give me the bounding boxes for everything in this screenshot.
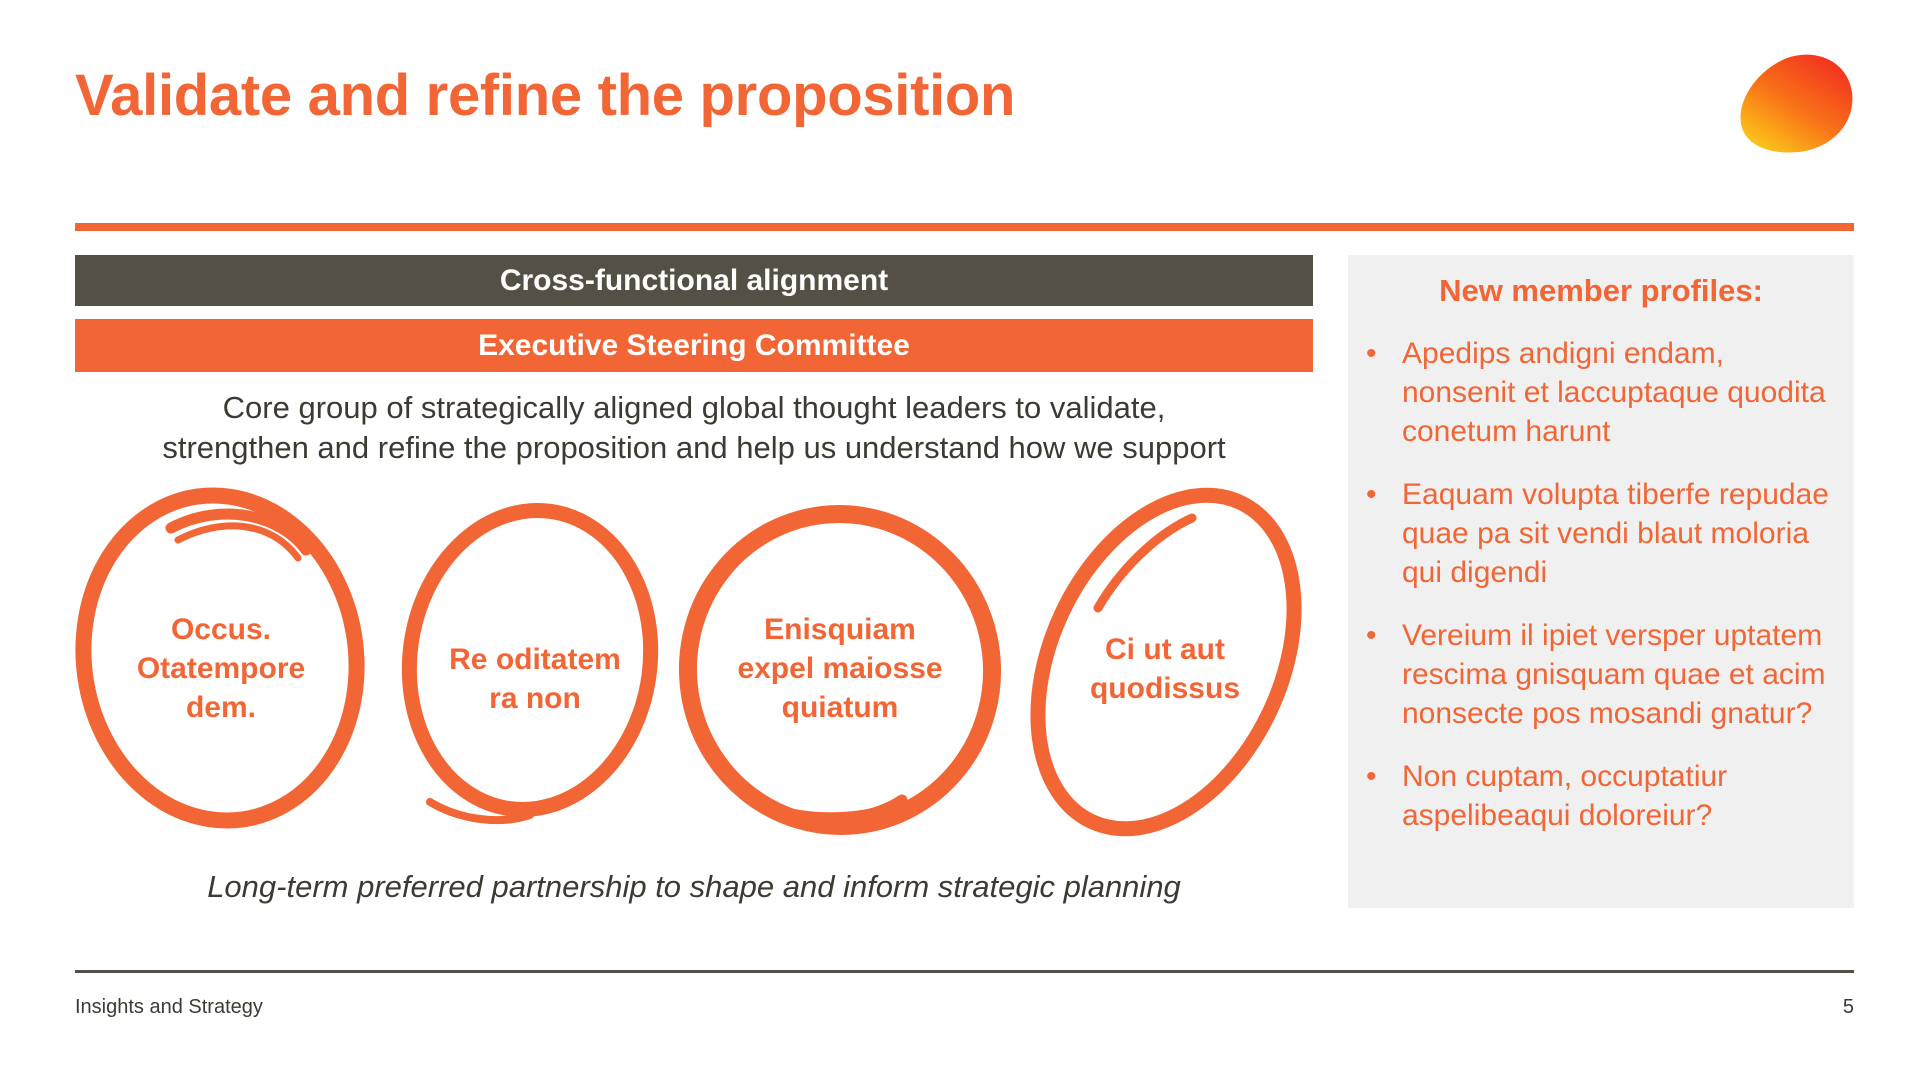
circle-2-stroke <box>401 503 659 825</box>
bullet-icon: • <box>1366 337 1377 370</box>
footer-divider <box>75 970 1854 973</box>
circle-label-4: Ci ut aut quodissus <box>1089 633 1240 705</box>
committee-description: Core group of strategically aligned glob… <box>75 388 1313 468</box>
circle-4-stroke <box>1030 487 1302 837</box>
description-line: strengthen and refine the proposition an… <box>162 430 1226 465</box>
partnership-tagline: Long-term preferred partnership to shape… <box>207 869 1181 904</box>
steering-committee-bar: Executive Steering Committee <box>75 319 1313 372</box>
steering-committee-label: Executive Steering Committee <box>478 328 910 362</box>
circle-label-3: Enisquiam expel maiosse quiatum <box>737 613 943 724</box>
bullet-icon: • <box>1366 619 1377 652</box>
list-item: • Apedips andigni endam, nonsenit et lac… <box>1360 334 1840 451</box>
list-item: • Non cuptam, occuptatiur aspelibeaqui d… <box>1360 757 1840 835</box>
circle-label-1: Occus. Otatempore dem. <box>136 613 306 724</box>
brand-logo-icon <box>1740 54 1853 153</box>
cross-functional-label: Cross-functional alignment <box>499 263 889 297</box>
focus-circles: Occus. Otatempore dem. Re oditatem ra no… <box>70 480 1330 860</box>
footer-text: Insights and Strategy <box>75 996 263 1018</box>
hand-drawn-circles <box>75 487 1302 837</box>
circle-1-stroke <box>75 487 365 829</box>
page-number: 5 <box>1842 996 1854 1018</box>
bullet-icon: • <box>1366 478 1377 511</box>
title-divider <box>75 223 1854 231</box>
member-profiles-panel: New member profiles: • Apedips andigni e… <box>1348 255 1854 908</box>
circle-label-2: Re oditatem ra non <box>449 643 621 715</box>
slide-title: Validate and refine the proposition <box>75 63 1016 128</box>
member-profiles-heading: New member profiles: <box>1439 273 1763 308</box>
description-line: Core group of strategically aligned glob… <box>222 390 1166 425</box>
bullet-icon: • <box>1366 760 1377 793</box>
list-item: • Eaquam volupta tiberfe repudae quae pa… <box>1360 475 1840 592</box>
member-profiles-list: • Apedips andigni endam, nonsenit et lac… <box>1360 334 1840 859</box>
cross-functional-bar: Cross-functional alignment <box>75 255 1313 306</box>
circle-3-stroke <box>678 505 1002 835</box>
list-item: • Vereium il ipiet versper uptatem resci… <box>1360 616 1840 733</box>
